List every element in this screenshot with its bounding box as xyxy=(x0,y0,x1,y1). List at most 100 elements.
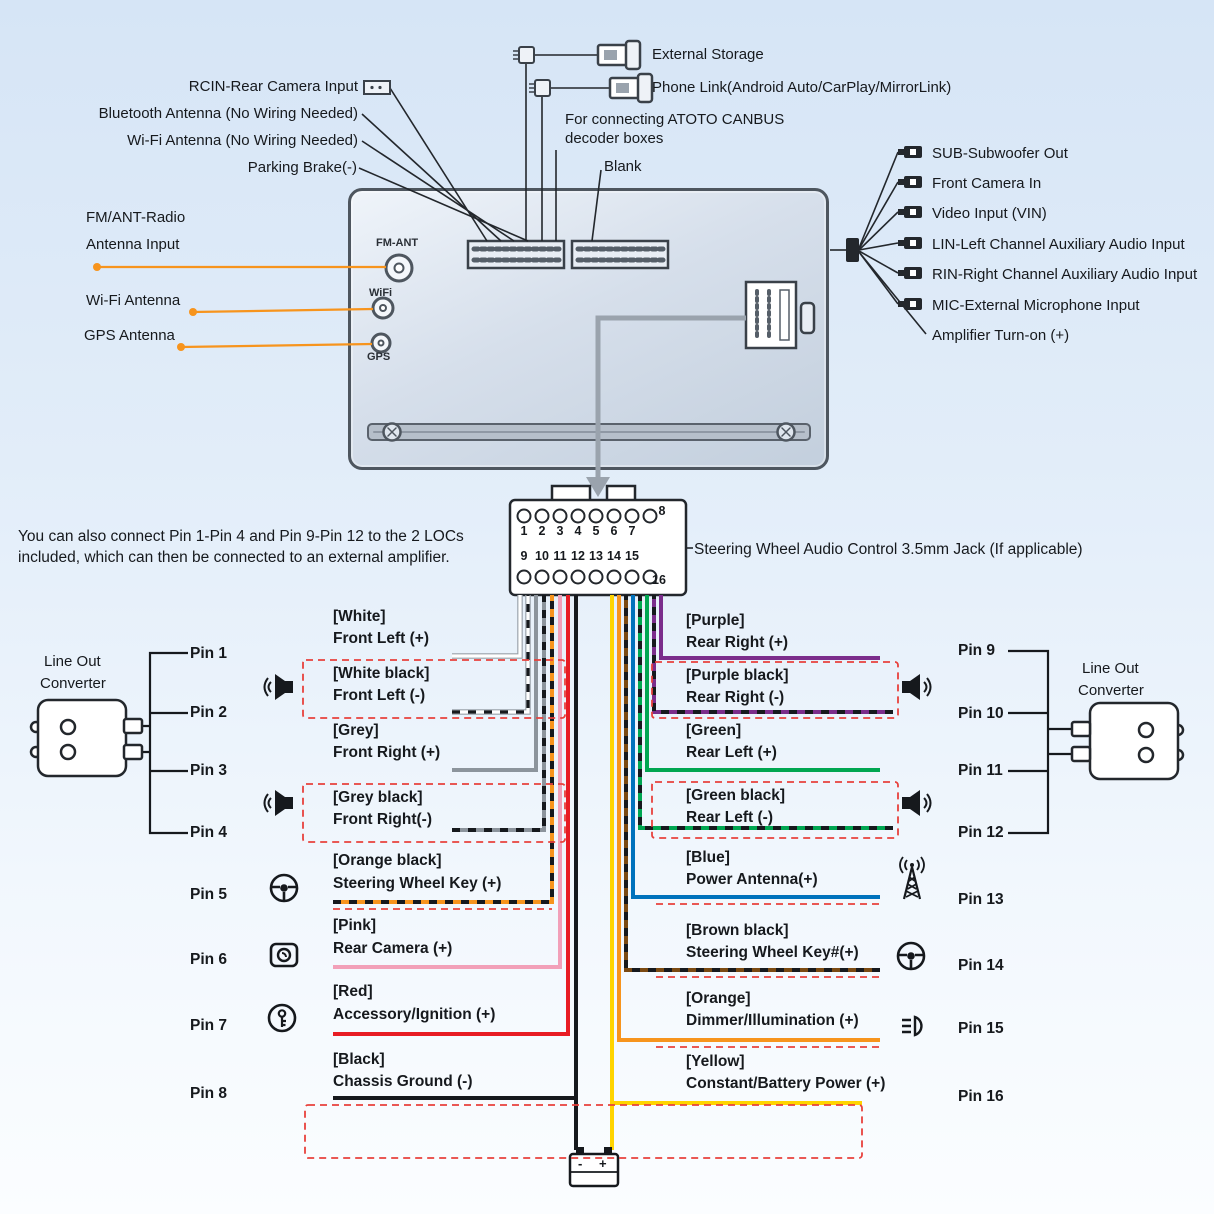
wire-color-pin7: [Red] xyxy=(333,983,373,1000)
rear-camera-icon xyxy=(269,942,299,968)
battery-minus-sign: - xyxy=(578,1156,583,1171)
wire-color-pin12: [Green black] xyxy=(686,787,786,804)
wire-pin8-black xyxy=(333,595,578,1150)
wire-color-pin6: [Pink] xyxy=(333,917,377,934)
speaker-icon-front-left xyxy=(263,674,293,700)
right-fan-lines xyxy=(858,151,927,335)
wire-func-pin11: Rear Left (+) xyxy=(686,744,777,761)
pin-label-1: Pin 1 xyxy=(190,645,228,662)
pin-label-4: Pin 4 xyxy=(190,824,228,841)
wire-color-pin2: [White black] xyxy=(333,665,430,682)
wire-color-pin10: [Purple black] xyxy=(686,667,789,684)
pin-label-5: Pin 5 xyxy=(190,886,228,903)
label-fm-1: FM/ANT-Radio xyxy=(86,209,186,226)
pin-number-5: 5 xyxy=(592,524,600,538)
pin-label-2: Pin 2 xyxy=(190,704,228,721)
loc-note-line2: included, which can then be connected to… xyxy=(18,549,450,566)
label-canbus-2: decoder boxes xyxy=(565,130,664,147)
label-rcin: RCIN-Rear Camera Input xyxy=(188,78,358,95)
pin-block-left xyxy=(466,239,566,270)
wire-pin15-orange xyxy=(617,595,880,1042)
wire-func-pin9: Rear Right (+) xyxy=(686,634,789,651)
line-out-converter-left xyxy=(29,698,144,778)
label-wifi-antenna-top: Wi-Fi Antenna (No Wiring Needed) xyxy=(127,132,358,149)
wire-func-pin1: Front Left (+) xyxy=(333,630,429,647)
wire-color-pin8: [Black] xyxy=(333,1051,385,1068)
wire-color-pin3: [Grey] xyxy=(333,722,379,739)
dimmer-icon xyxy=(902,1015,923,1037)
pin-label-12: Pin 12 xyxy=(958,824,1004,841)
loc-left-label-2: Converter xyxy=(40,675,106,692)
wire-color-pin4: [Grey black] xyxy=(333,789,423,806)
wire-pin10-purple-black xyxy=(652,595,893,714)
pin-number-12: 12 xyxy=(571,549,585,563)
wire-func-pin16: Constant/Battery Power (+) xyxy=(686,1075,886,1092)
head-unit-details xyxy=(367,238,859,442)
pin-number-11: 11 xyxy=(553,549,567,563)
power-antenna-icon xyxy=(899,856,925,900)
wire-pin4-grey-black xyxy=(452,595,546,832)
wire-pin14-brown-black xyxy=(624,595,880,972)
pin-label-15: Pin 15 xyxy=(958,1020,1004,1037)
optional-dashed-highlights xyxy=(302,659,899,1159)
wire-pin9-purple xyxy=(659,595,880,660)
pin-number-13: 13 xyxy=(589,549,603,563)
wire-func-pin8: Chassis Ground (-) xyxy=(333,1073,473,1090)
battery-plus-sign: + xyxy=(599,1156,607,1171)
rcin-connector-icon xyxy=(363,80,391,95)
wire-func-pin6: Rear Camera (+) xyxy=(333,940,453,957)
pin-number-3: 3 xyxy=(556,524,564,538)
usb-cable-connector-2 xyxy=(529,79,551,97)
wire-pin5-orange-black xyxy=(333,595,554,904)
loc-right-label-1: Line Out xyxy=(1082,660,1139,677)
pin-number-1: 1 xyxy=(520,524,528,538)
steering-wheel-icon-right xyxy=(896,941,926,971)
wire-color-pin13: [Blue] xyxy=(686,849,730,866)
wire-func-pin7: Accessory/Ignition (+) xyxy=(333,1006,496,1023)
label-subwoofer-out: SUB-Subwoofer Out xyxy=(932,145,1068,162)
wire-pin12-green-black xyxy=(638,595,893,830)
wire-func-pin3: Front Right (+) xyxy=(333,744,441,761)
wire-pin13-blue xyxy=(631,595,880,899)
label-gps-antenna: GPS Antenna xyxy=(84,327,175,344)
pin-number-10: 10 xyxy=(535,549,549,563)
loc-right-label-2: Converter xyxy=(1078,682,1144,699)
antenna-lines xyxy=(93,263,386,351)
loc-note-line1: You can also connect Pin 1-Pin 4 and Pin… xyxy=(18,528,464,545)
wire-pin7-red xyxy=(333,595,570,1036)
wire-color-pin15: [Orange] xyxy=(686,990,751,1007)
arrow-to-connector xyxy=(586,315,746,497)
pin-number-9: 9 xyxy=(520,549,528,563)
label-parking-brake: Parking Brake(-) xyxy=(247,159,357,176)
rca-plug-icons xyxy=(898,146,922,310)
wire-color-pin1: [White] xyxy=(333,608,386,625)
loc-left-bracket xyxy=(142,651,188,835)
wire-pin16-yellow xyxy=(610,595,862,1150)
battery-icon xyxy=(568,1147,620,1188)
pin-label-13: Pin 13 xyxy=(958,891,1004,908)
wire-func-pin4: Front Right(-) xyxy=(333,811,432,828)
port-label-fm-ant: FM-ANT xyxy=(376,237,419,249)
pin-label-16: Pin 16 xyxy=(958,1088,1004,1105)
speaker-icon-front-right xyxy=(263,790,293,816)
label-wifi-antenna-left: Wi-Fi Antenna xyxy=(86,292,181,309)
ignition-key-icon xyxy=(267,1003,297,1033)
label-lin-aux: LIN-Left Channel Auxiliary Audio Input xyxy=(932,236,1185,253)
label-blank: Blank xyxy=(604,158,642,175)
wire-func-pin15: Dimmer/Illumination (+) xyxy=(686,1012,859,1029)
pin-number-16: 16 xyxy=(652,573,666,587)
label-amp-turn-on: Amplifier Turn-on (+) xyxy=(932,327,1070,344)
label-external-storage: External Storage xyxy=(652,46,764,63)
wire-func-pin5: Steering Wheel Key (+) xyxy=(333,875,502,892)
pin-label-10: Pin 10 xyxy=(958,705,1004,722)
pin-number-7: 7 xyxy=(628,524,636,538)
wire-color-pin9: [Purple] xyxy=(686,612,745,629)
pin-number-8: 8 xyxy=(658,504,666,518)
pin-label-9: Pin 9 xyxy=(958,642,996,659)
port-label-gps: GPS xyxy=(367,351,391,363)
wire-color-pin11: [Green] xyxy=(686,722,742,739)
pin-label-11: Pin 11 xyxy=(958,762,1003,779)
wire-color-pin5: [Orange black] xyxy=(333,852,442,869)
loc-right-bracket xyxy=(1008,649,1072,835)
label-front-camera-in: Front Camera In xyxy=(932,175,1042,192)
